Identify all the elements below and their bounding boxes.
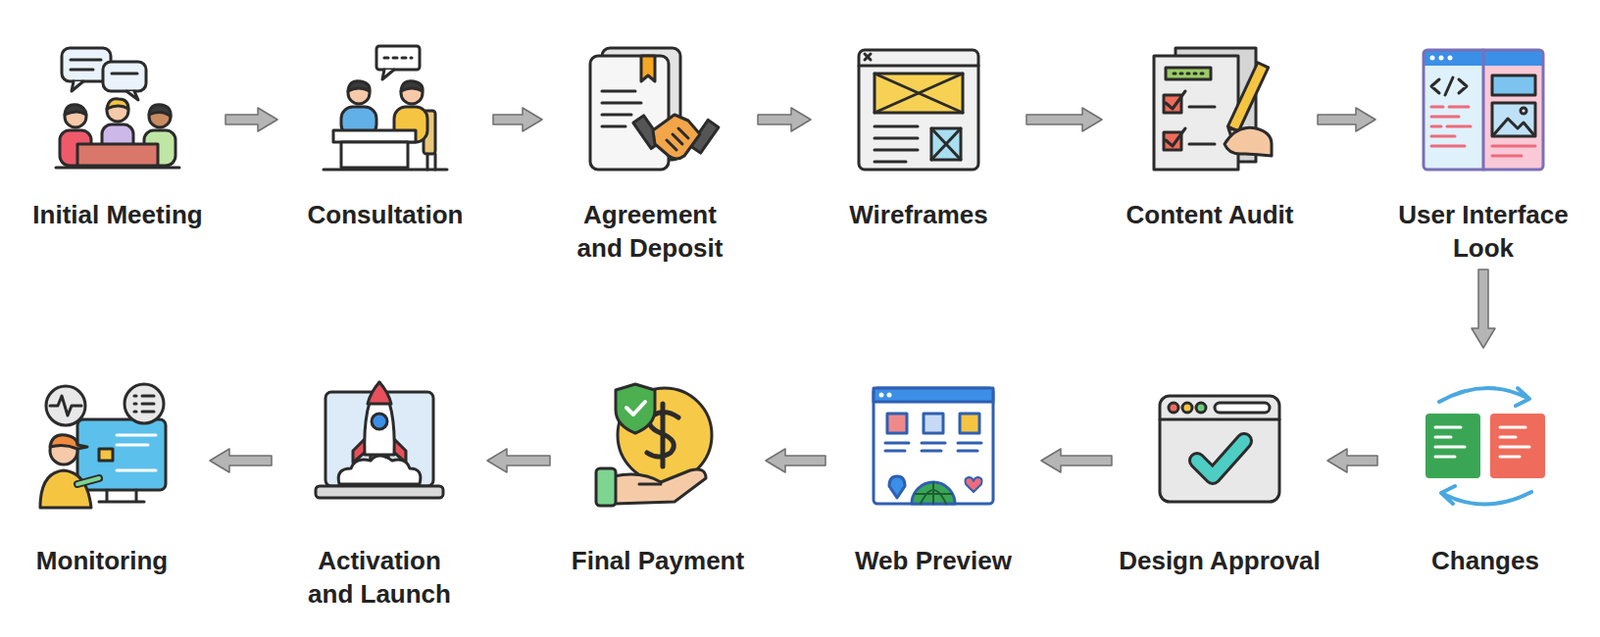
step-label: Content Audit <box>1126 198 1295 232</box>
meeting-icon <box>55 48 180 168</box>
flow-arrow <box>209 449 272 473</box>
agreement-icon <box>590 48 719 170</box>
step-label: Web Preview <box>854 544 1012 578</box>
flow-arrow <box>1026 107 1102 132</box>
step-node: Web Preview <box>825 348 1042 615</box>
step-label: Final Payment <box>571 544 745 578</box>
consultation-icon <box>323 46 448 170</box>
flow-arrow <box>1327 449 1378 473</box>
step-node: Changes <box>1377 348 1594 615</box>
step-node: Final Payment <box>550 348 766 615</box>
web-icon <box>873 388 994 504</box>
step-label: Consultation <box>307 198 464 232</box>
flow-arrow <box>1471 269 1496 349</box>
monitoring-icon <box>40 384 166 508</box>
interface-icon <box>1423 50 1544 170</box>
step-label: Activation and Launch <box>299 544 461 611</box>
approval-icon <box>1159 396 1280 502</box>
step-node: Content Audit <box>1101 29 1318 270</box>
step-node: Initial Meeting <box>9 29 226 270</box>
step-label: Changes <box>1431 544 1540 578</box>
wireframe-icon <box>858 50 979 170</box>
launch-icon <box>315 382 444 499</box>
step-node: Monitoring <box>0 348 210 615</box>
payment-icon <box>596 384 712 506</box>
flow-arrow <box>1317 107 1376 132</box>
step-node: Activation and Launch <box>271 348 488 615</box>
step-label: Agreement and Deposit <box>566 198 734 265</box>
step-node: Consultation <box>277 29 494 270</box>
step-label: User Interface Look <box>1385 198 1582 265</box>
flow-arrow <box>757 107 811 132</box>
step-node: Agreement and Deposit <box>542 29 758 270</box>
flow-arrow <box>493 107 543 132</box>
flow-arrow <box>1041 449 1112 473</box>
audit-icon <box>1153 48 1272 170</box>
changes-icon <box>1425 388 1546 505</box>
step-label: Design Approval <box>1118 544 1321 578</box>
step-node: User Interface Look <box>1375 29 1592 270</box>
step-node: Wireframes <box>810 29 1027 270</box>
flow-arrow <box>225 107 278 132</box>
flow-arrow <box>487 449 550 473</box>
step-node: Design Approval <box>1111 348 1328 615</box>
step-label: Wireframes <box>849 198 988 232</box>
step-label: Monitoring <box>36 544 168 578</box>
step-label: Initial Meeting <box>32 198 202 232</box>
flow-arrow <box>765 449 826 473</box>
